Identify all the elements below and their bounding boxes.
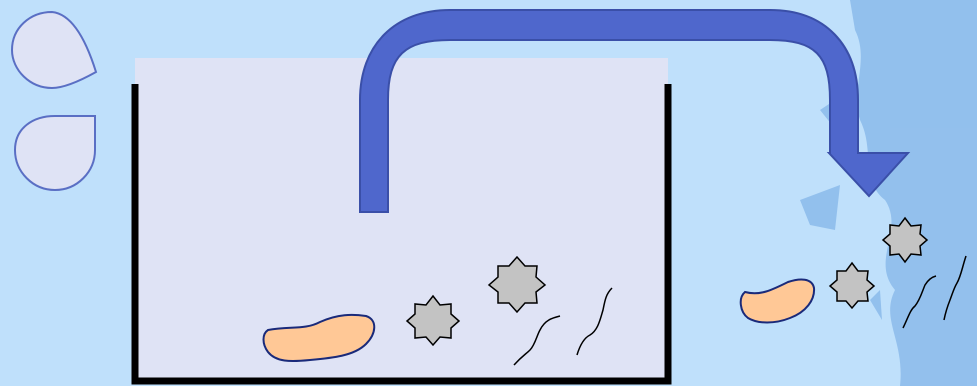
star-particle bbox=[407, 296, 459, 345]
water-drop-icon bbox=[15, 116, 95, 190]
star-particle bbox=[489, 257, 545, 312]
tank-liquid bbox=[135, 58, 668, 380]
star-particle bbox=[883, 218, 927, 262]
